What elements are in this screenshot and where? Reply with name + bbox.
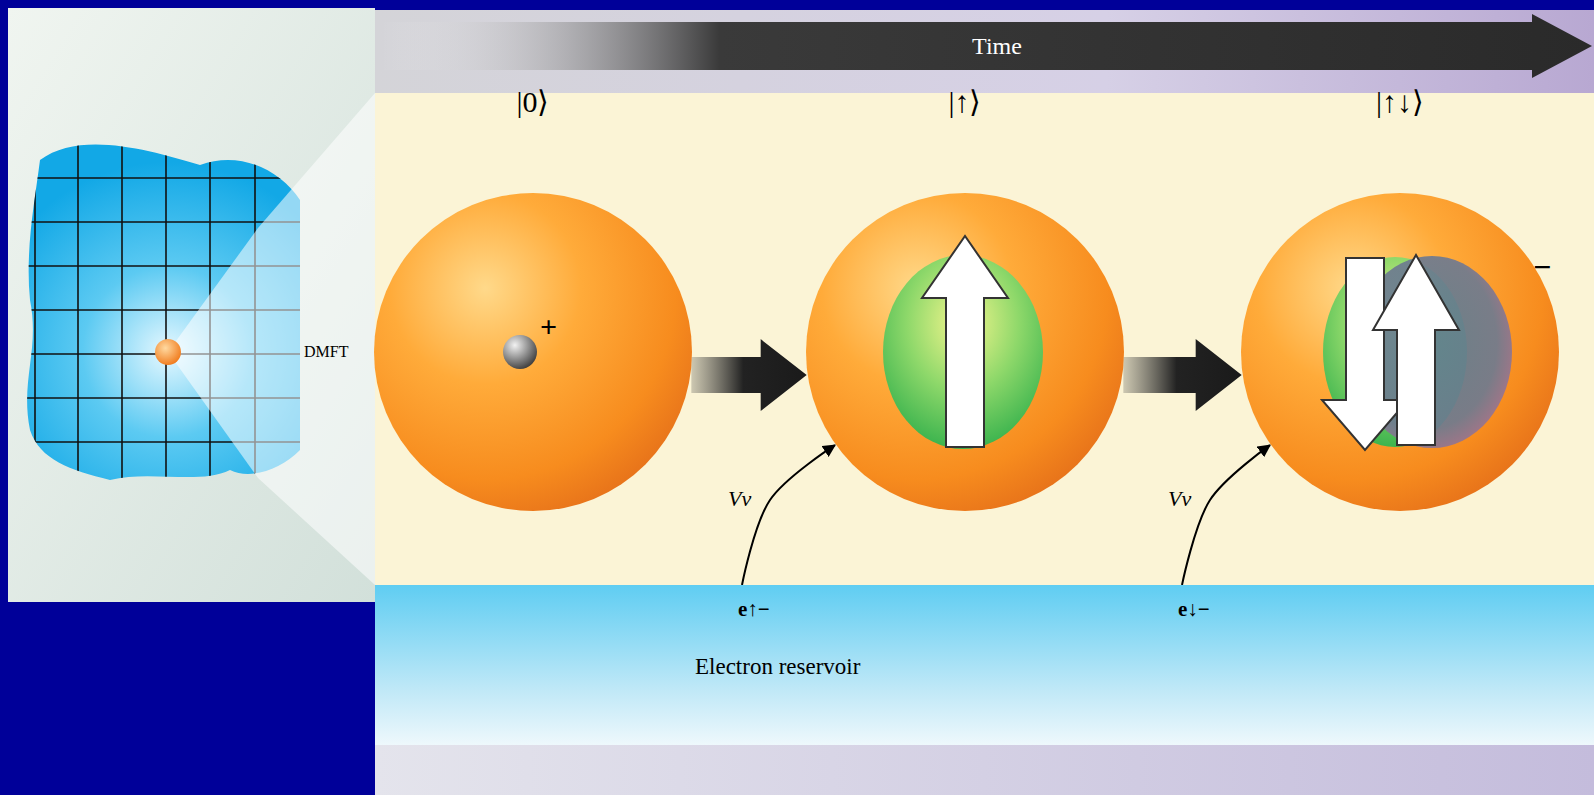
state-sphere: |↑↓⟩ [1240,85,1560,512]
hopping-arrow [1182,445,1270,585]
state-sphere: |0⟩ [373,85,693,512]
sphere-shape [373,192,693,512]
sphere-shape [1240,192,1560,512]
hopping-arrow [742,445,835,585]
impurity-panel [375,93,1594,585]
transition-arrow [1123,339,1241,411]
coupling-label: Vν [728,487,751,511]
state-sphere: |↑⟩ [805,85,1125,512]
spin-up-arrow [922,236,1008,447]
nucleus [503,335,537,369]
time-arrow: Time [380,14,1594,78]
coupling-label: Vν [1168,487,1191,511]
lattice-panel [8,8,375,602]
electron-label: e↓− [1178,598,1210,621]
dmft-wedge [168,93,375,585]
lattice-site [155,339,181,365]
electron-reservoir: Electron reservoir [375,585,1594,745]
node-text: Electron reservoir [695,653,860,681]
bottom-strip [375,745,1594,795]
electron-label: e↑− [738,598,770,621]
state-label: |0⟩ [373,85,693,121]
node-text: Time [380,14,1594,78]
spin-down-arrow [1322,258,1408,450]
state-label: |↑↓⟩ [1240,85,1560,121]
state-label: |↑⟩ [805,85,1125,121]
spin-up-arrow [1373,255,1459,445]
charge-sign: + [540,310,557,343]
charge-sign: − [1533,250,1551,285]
method-label: DMFT [304,343,348,361]
transition-arrow [691,339,806,411]
sphere-shape [805,192,1125,512]
